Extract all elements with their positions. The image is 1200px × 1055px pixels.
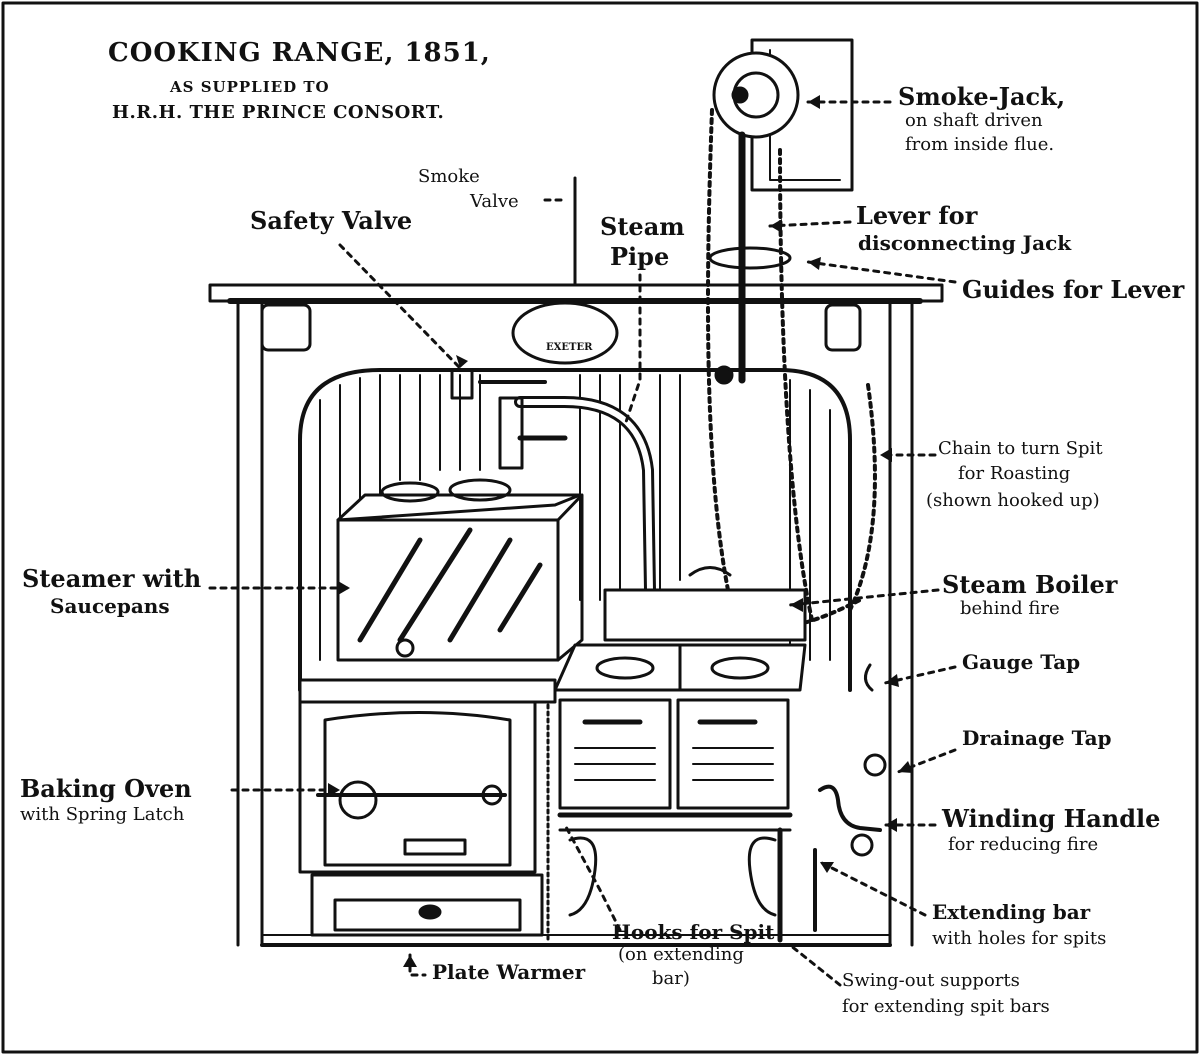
ash-pit [546, 703, 793, 943]
smoke-jack-wheel [712, 51, 800, 139]
maker-plate [511, 301, 619, 365]
label-plate-warmer: Plate Warmer [432, 960, 586, 984]
steam-boiler [603, 588, 807, 642]
right-bracket [824, 303, 862, 352]
title-line-2: AS SUPPLIED TO [170, 78, 330, 96]
title-line-1: COOKING RANGE, 1851, [108, 38, 491, 68]
label-smoke-jack-line1: on shaft driven [905, 110, 1043, 131]
oven-top-ledge [298, 678, 557, 704]
left-bracket [260, 303, 312, 352]
leader-hooks [563, 823, 622, 932]
label-lever-line2: disconnecting Jack [858, 231, 1072, 255]
label-gauge-tap: Gauge Tap [962, 650, 1081, 674]
leader-safety-valve [338, 243, 462, 370]
mantel-shelf [208, 283, 944, 304]
leader-swing-out [788, 943, 842, 987]
label-guides-for-lever: Guides for Lever [962, 275, 1185, 304]
safety-valve [450, 368, 474, 400]
label-drainage-tap: Drainage Tap [962, 726, 1112, 750]
steamer [336, 478, 584, 662]
label-baking-oven-line2: with Spring Latch [20, 804, 185, 825]
fire-doors [558, 698, 790, 810]
label-hooks-line3: bar) [652, 968, 690, 989]
label-steam-pipe-line1: Steam [600, 212, 685, 241]
label-smoke-valve-line2: Valve [470, 191, 519, 212]
label-smoke-jack-title: Smoke-Jack, [898, 82, 1066, 111]
steam-fitting [498, 396, 524, 470]
leader-drainage-tap [896, 748, 957, 774]
label-steam-boiler-line2: behind fire [960, 598, 1060, 619]
label-lever-line1: Lever for [856, 201, 978, 230]
maker-plate-text: EXETER [546, 342, 593, 353]
label-steam-boiler-line1: Steam Boiler [942, 570, 1118, 599]
leader-steam-boiler [788, 588, 940, 607]
label-steamer-line2: Saucepans [50, 594, 170, 618]
label-smoke-jack-line2: from inside flue. [905, 134, 1055, 155]
label-swing-out-line2: for extending spit bars [842, 996, 1050, 1017]
label-chain-line1: Chain to turn Spit [938, 438, 1103, 459]
leader-guides [806, 260, 957, 284]
chain-hooked [848, 383, 877, 612]
drainage-tap [863, 753, 887, 777]
label-steam-pipe-line2: Pipe [610, 242, 670, 271]
right-pilaster [888, 299, 914, 947]
label-winding-handle-line1: Winding Handle [942, 804, 1161, 833]
left-pilaster [236, 299, 264, 947]
label-steamer-line1: Steamer with [22, 564, 202, 593]
label-chain-line2: for Roasting [958, 463, 1071, 484]
title-line-3: H.R.H. THE PRINCE CONSORT. [112, 102, 445, 123]
label-hooks-line2: (on extending [618, 944, 744, 965]
lever-guides [708, 246, 792, 270]
label-smoke-valve-line1: Smoke [418, 166, 480, 187]
label-extending-bar-line1: Extending bar [932, 900, 1091, 924]
leader-steam-pipe [623, 273, 642, 427]
leader-lever [768, 220, 852, 228]
label-swing-out-line1: Swing-out supports [842, 970, 1020, 991]
label-chain-line3: (shown hooked up) [926, 490, 1100, 511]
label-hooks-line1: Hooks for Spit [612, 920, 775, 944]
label-winding-handle-line2: for reducing fire [948, 834, 1099, 855]
gauge-tap [864, 663, 874, 692]
label-extending-bar-line2: with holes for spits [932, 928, 1107, 949]
label-baking-oven-line1: Baking Oven [20, 774, 192, 803]
baking-oven [298, 700, 537, 874]
arrowheads [328, 95, 913, 967]
leader-extending-bar [818, 860, 927, 917]
fireplace-arch [298, 368, 852, 692]
label-safety-valve: Safety Valve [250, 206, 413, 235]
hob-top [553, 643, 807, 692]
plate-warmer [310, 873, 544, 937]
chain-right [778, 148, 814, 622]
winding-handle [818, 784, 882, 832]
